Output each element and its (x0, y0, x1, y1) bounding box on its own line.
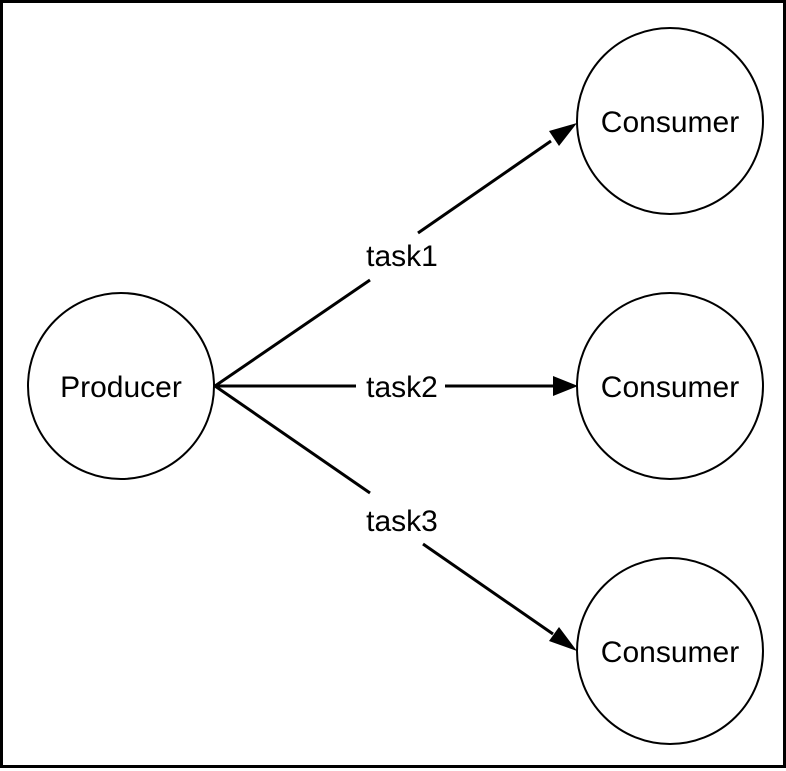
edge-task1-arrowhead (549, 123, 577, 146)
edge-task1-line-b (417, 139, 552, 235)
consumer-node-2: Consumer (576, 292, 764, 480)
producer-label: Producer (60, 371, 182, 404)
edge-task3-arrowhead (549, 627, 577, 651)
consumer-label-3: Consumer (601, 636, 739, 669)
consumer-circle-1 (576, 27, 764, 215)
edge-task2: task2 (215, 371, 578, 404)
edge-task3-line-a (214, 384, 371, 495)
producer-consumer-diagram: task1 task2 task3 Producer Consumer (27, 27, 764, 745)
edge-task1-line-a (214, 278, 371, 388)
consumer-circle-2 (576, 292, 764, 480)
consumer-label-2: Consumer (601, 371, 739, 404)
edge-task2-arrowhead (553, 376, 578, 396)
producer-node: Producer (27, 292, 215, 480)
consumer-label-1: Consumer (601, 106, 739, 139)
consumer-node-3: Consumer (576, 557, 764, 745)
edge-task2-label: task2 (366, 371, 438, 404)
edge-task3-line-b (422, 542, 554, 636)
consumer-node-1: Consumer (576, 27, 764, 215)
edge-task1-label: task1 (366, 240, 438, 273)
consumer-circle-3 (576, 557, 764, 745)
edge-task1: task1 (214, 123, 577, 388)
edge-task3: task3 (214, 384, 577, 651)
producer-circle (27, 292, 215, 480)
edge-task3-label: task3 (366, 505, 438, 538)
